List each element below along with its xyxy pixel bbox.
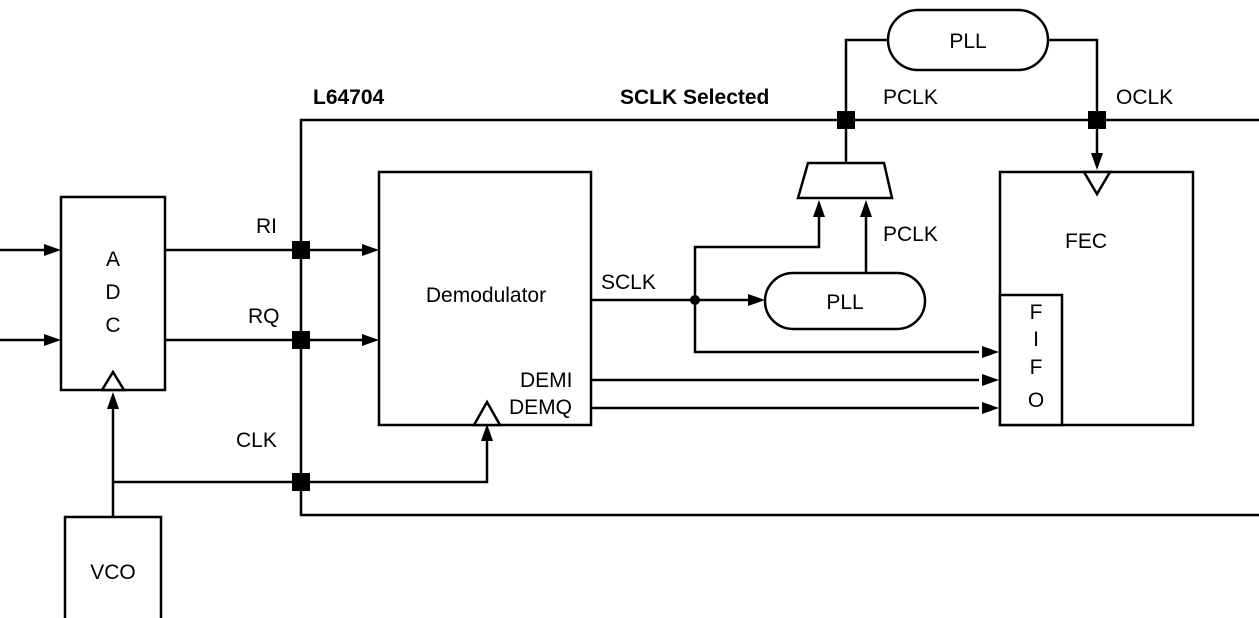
adc-label-d: D (105, 281, 120, 304)
oclk-label: OCLK (1116, 86, 1173, 109)
sclk-to-pll-arrow (748, 294, 765, 306)
clk-label: CLK (236, 429, 277, 452)
clock-select-mux (796, 161, 894, 200)
adc-input-i-arrow (44, 244, 61, 256)
rq-pad (292, 331, 310, 349)
chip-boundary (299, 118, 1259, 517)
demod-clock-triangle (471, 399, 503, 427)
fifo-label-f2: F (1030, 356, 1043, 379)
oclk-pad (1088, 111, 1106, 129)
clk-pad (292, 473, 310, 491)
ri-pad (292, 241, 310, 259)
demq-label: DEMQ (509, 396, 572, 419)
adc-label-a: A (106, 248, 120, 271)
fifo-block (998, 293, 1064, 427)
fec-clock-triangle (1081, 170, 1113, 197)
sclk-label: SCLK (601, 271, 656, 294)
demi-arrow (982, 374, 999, 386)
adc-clock-triangle (99, 369, 127, 392)
fifo-label-i: I (1033, 328, 1039, 351)
pll-mid-label: PLL (826, 291, 863, 314)
mode-label: SCLK Selected (620, 86, 769, 109)
adc-label-c: C (105, 314, 120, 337)
sclk-to-mux-line (693, 213, 821, 300)
chip-label: L64704 (313, 86, 385, 109)
fec-label: FEC (1065, 230, 1107, 253)
ri-label: RI (256, 215, 277, 238)
demq-arrow (982, 402, 999, 414)
pclk-top-label: PCLK (883, 86, 938, 109)
pll-top-label: PLL (949, 30, 986, 53)
pclk-mid-label: PCLK (883, 223, 938, 246)
adc-clock-arrow (107, 392, 119, 409)
sclk-to-fifo-arrow (982, 346, 999, 358)
fifo-label-o: O (1028, 389, 1044, 412)
sclk-to-mux-arrow (813, 200, 825, 217)
demodulator-block (377, 170, 593, 427)
rq-arrow (362, 334, 379, 346)
clk-to-demod-arrow (481, 424, 493, 441)
rq-label: RQ (248, 305, 280, 328)
sclk-to-fifo-line (693, 300, 979, 354)
clk-to-demod-line (301, 436, 489, 484)
demodulator-label: Demodulator (426, 284, 546, 307)
pll-to-oclk-line (1048, 38, 1099, 158)
pll-mid-block (763, 271, 927, 331)
vco-label: VCO (90, 561, 136, 584)
adc-input-q-arrow (44, 334, 61, 346)
fifo-label-f1: F (1030, 301, 1043, 324)
ri-arrow (362, 244, 379, 256)
vco-block (63, 515, 163, 618)
pll-mid-to-mux-arrow (860, 200, 872, 217)
pclk-pad (837, 111, 855, 129)
pclk-to-pll-line (844, 38, 888, 120)
oclk-to-fec-arrow (1091, 153, 1103, 170)
demi-label: DEMI (520, 369, 573, 392)
